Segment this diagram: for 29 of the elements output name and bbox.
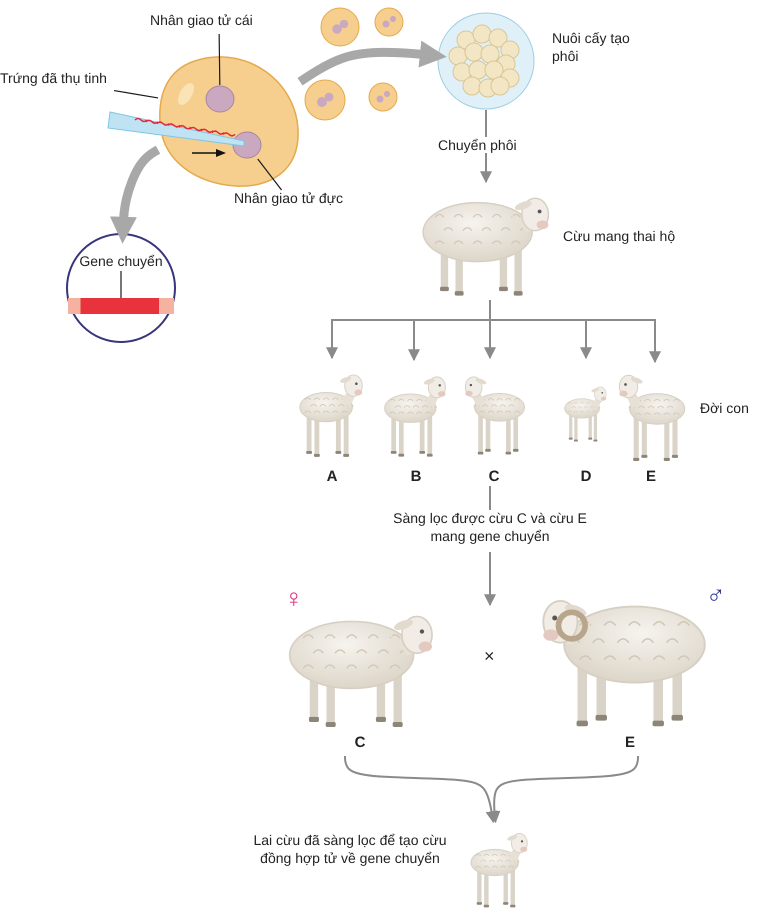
plain-label: Đời con <box>700 400 749 418</box>
leader-line <box>120 271 122 298</box>
arrow <box>344 756 498 824</box>
arrow <box>489 300 661 364</box>
female-symbol: ♀ <box>284 582 304 614</box>
node-label: Cừu mang thai hộ <box>563 228 676 246</box>
leader-line <box>218 34 220 85</box>
node-label: Nuôi cấy tạo phôi <box>552 30 631 65</box>
callout-label: Nhân giao tử đực <box>234 190 344 208</box>
letter-label: A <box>326 468 338 487</box>
cross-symbol: × <box>484 645 495 668</box>
part-label: Gene chuyển <box>78 253 164 270</box>
letter-label: C <box>354 734 366 753</box>
gene-bar <box>68 298 174 314</box>
male-symbol: ♂ <box>706 578 726 610</box>
callout-label: Trứng đã thụ tinh <box>0 70 107 88</box>
edge-label: Chuyển phôi <box>436 137 519 153</box>
arrow <box>298 40 447 86</box>
letter-label: E <box>624 734 636 753</box>
node-label: Lai cừu đã sàng lọc để tạo cừu đồng hợp tử về gene chuyển <box>252 832 448 867</box>
arrow <box>484 552 496 606</box>
letter-label: B <box>410 468 422 487</box>
callout-label: Nhân giao tử cái <box>150 12 253 30</box>
arrow <box>110 146 160 244</box>
letter-label: D <box>580 468 592 487</box>
letter-label: E <box>644 468 657 487</box>
leader-line <box>114 90 158 99</box>
letter-label: C <box>488 468 500 487</box>
arrow <box>488 756 639 824</box>
